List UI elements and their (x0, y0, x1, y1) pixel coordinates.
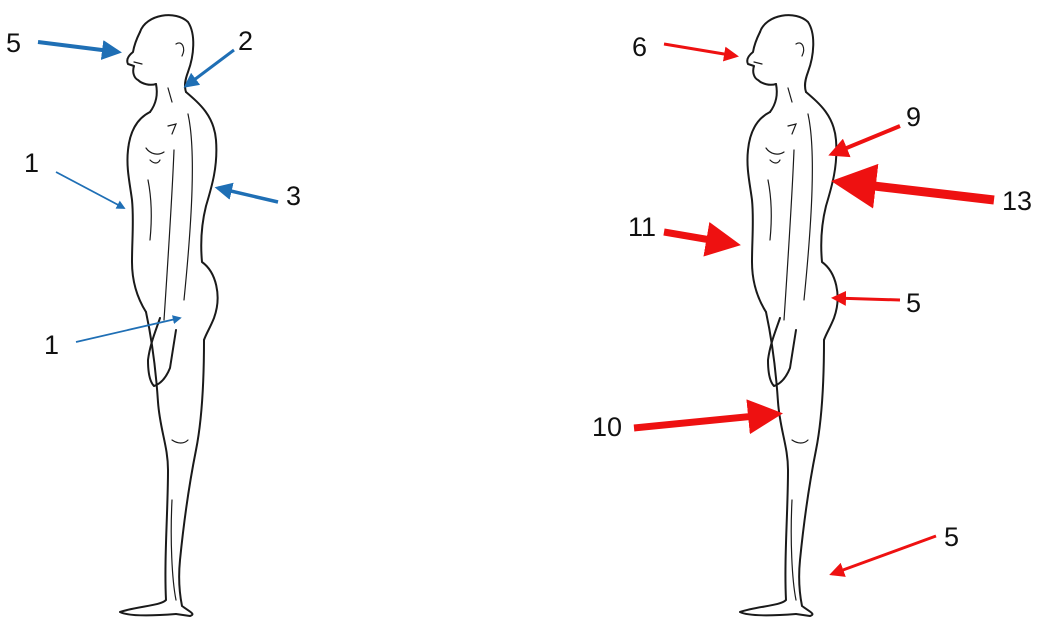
right-figure-illustration (740, 15, 838, 616)
face-label-left: 5 (6, 28, 21, 58)
back-label-right: 13 (1002, 186, 1032, 216)
neck-label-left: 2 (238, 26, 253, 56)
knee-arrow-right (634, 414, 776, 428)
left-figure-illustration (120, 15, 218, 616)
upper-back-label-left: 3 (286, 181, 301, 211)
calf-arrow-right (832, 536, 936, 574)
buttock-label-right: 5 (906, 288, 921, 318)
abdomen-label-right: 11 (628, 212, 656, 242)
abdomen-label-left: 1 (24, 148, 39, 178)
knee-label-right: 10 (592, 412, 622, 442)
wrist-arrow-left (76, 318, 180, 342)
face-label-right: 6 (632, 32, 647, 62)
abdomen-arrow-right (664, 232, 734, 244)
upper-back-arrow-left (218, 188, 278, 202)
shoulder-arrow-right (832, 126, 900, 154)
face-arrow-right (664, 44, 736, 56)
face-arrow-left (38, 42, 118, 52)
calf-label-right: 5 (944, 522, 959, 552)
back-arrow-right (840, 182, 994, 200)
abdomen-arrow-left (56, 172, 124, 208)
shoulder-label-right: 9 (906, 102, 921, 132)
buttock-arrow-right (834, 298, 900, 300)
wrist-label-left: 1 (44, 330, 59, 360)
